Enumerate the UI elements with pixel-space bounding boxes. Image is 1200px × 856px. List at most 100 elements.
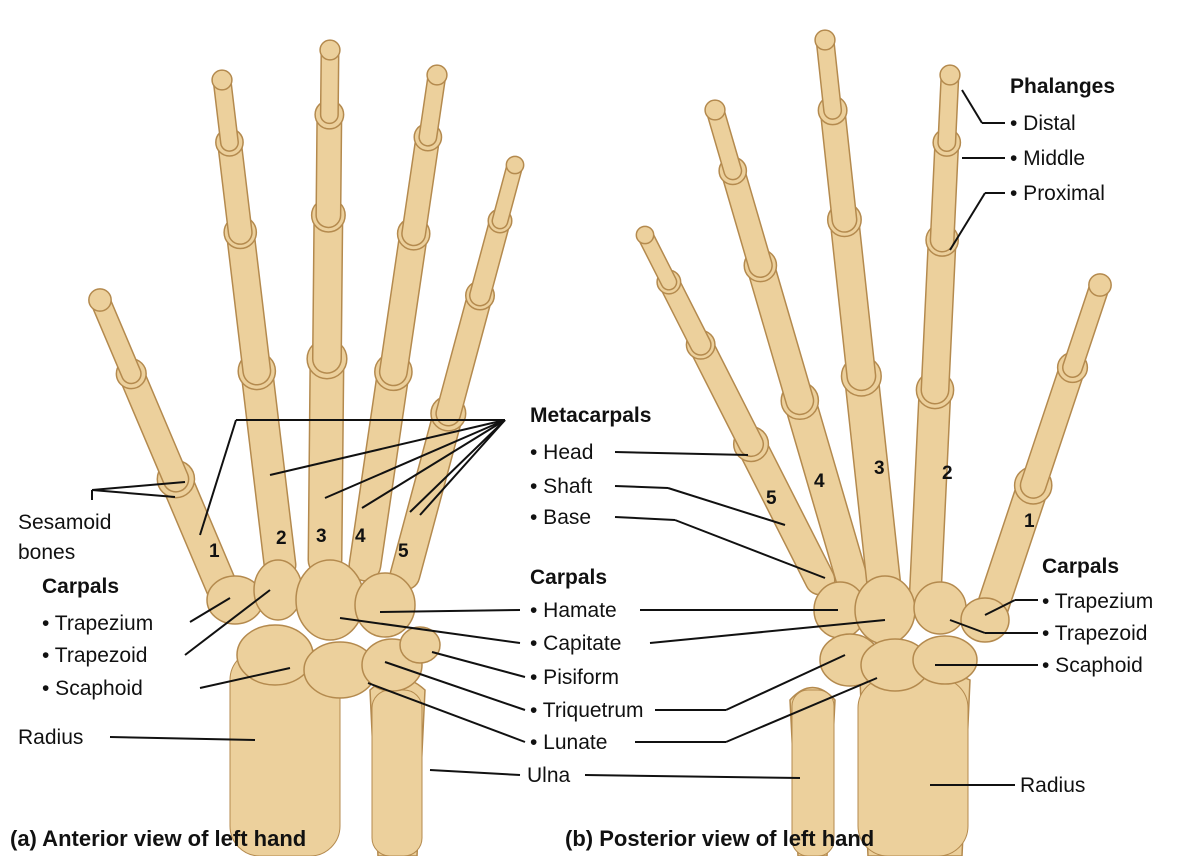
posterior-little-bone-1 (689, 333, 763, 456)
posterior-thumb-bone-0 (975, 470, 1049, 630)
phalanges-title: Phalanges (1010, 75, 1116, 98)
metacarpals-title: Metacarpals (530, 404, 652, 427)
leader-line (91, 481, 186, 491)
anterior-index-bone-3-head (211, 69, 233, 91)
label-head: • Head (530, 441, 594, 464)
anterior-middle-bone-0 (309, 342, 343, 576)
label-radius-anterior: Radius (18, 726, 84, 749)
label-radius-posterior: Radius (1020, 774, 1086, 797)
posterior-ring-bone-1 (747, 252, 813, 414)
leader-line (269, 419, 506, 476)
anterior-index-bone-0 (241, 356, 295, 580)
carpal-trapezium-p (960, 597, 1010, 643)
leader-line (984, 599, 1016, 616)
metacarpal-number: 4 (814, 471, 825, 492)
anterior-ring-bone-0 (350, 356, 409, 580)
posterior-index-bone-1 (922, 227, 956, 403)
anterior-ring-bone-2 (402, 126, 439, 245)
anterior-thumb-bone-2-head (88, 288, 112, 312)
posterior-index-bone-3 (938, 67, 958, 151)
carpal-capitate-p (854, 575, 916, 645)
leader-line (367, 682, 526, 743)
label-triquetrum: • Triquetrum (530, 699, 644, 722)
leader-line (361, 419, 506, 509)
posterior-middle-bone-3-head (814, 29, 836, 51)
leader-line (184, 589, 271, 656)
posterior-middle-bone-0 (845, 360, 901, 611)
anterior-little-bone-1 (436, 283, 492, 425)
leader-line (614, 516, 676, 521)
carpal-capitate (295, 559, 365, 641)
metacarpal-number: 3 (874, 458, 885, 479)
leader-line (429, 769, 521, 776)
leader-line (949, 192, 986, 251)
anterior-little-bone-3-head (505, 155, 525, 175)
anterior-middle-bone-3 (321, 42, 338, 123)
leader-line (419, 419, 506, 516)
label-trapezoid-posterior: • Trapezoid (1042, 622, 1148, 645)
posterior-ring-bone-3-head (704, 99, 726, 121)
label-scaphoid-anterior: • Scaphoid (42, 677, 143, 700)
posterior-middle-bone-3 (817, 32, 841, 119)
leader-line (674, 519, 826, 579)
leader-line (949, 619, 986, 634)
metacarpal-number: 2 (276, 528, 287, 549)
carpal-scaphoid-p (912, 635, 978, 685)
posterior-little-bone-0 (737, 430, 834, 594)
posterior-ring-bone-2 (721, 159, 772, 277)
label-trapezoid-anterior: • Trapezoid (42, 644, 148, 667)
anterior-ring-bone-3-head (426, 64, 448, 86)
posterior-index-bone-3-head (939, 64, 961, 86)
ulna-anterior-shaft (371, 689, 423, 856)
leader-line (91, 489, 176, 498)
leader-line (324, 419, 506, 499)
metacarpal-number: 4 (355, 526, 366, 547)
leader-line (584, 774, 801, 779)
metacarpal-number: 3 (316, 526, 327, 547)
label-hamate: • Hamate (530, 599, 617, 622)
leader-line (614, 451, 749, 456)
bones (88, 29, 1112, 856)
leader-line (339, 617, 521, 644)
label-scaphoid-posterior: • Scaphoid (1042, 654, 1143, 677)
posterior-index-bone-2 (931, 131, 958, 251)
posterior-ring-bone-0 (784, 385, 870, 605)
carpal-hamate (354, 572, 416, 638)
leader-line (199, 667, 291, 689)
label-capitate: • Capitate (530, 632, 622, 655)
caption-posterior: (b) Posterior view of left hand (565, 826, 875, 851)
label-trapezium-posterior: • Trapezium (1042, 590, 1154, 613)
leader-line (189, 597, 231, 623)
posterior-middle-bone-2 (821, 98, 856, 232)
middle-carpals-title: Carpals (530, 566, 608, 589)
leader-line (379, 609, 521, 613)
label-trapezium-anterior: • Trapezium (42, 612, 154, 635)
anterior-little-bone-2 (470, 211, 510, 305)
leader-line (109, 736, 256, 741)
ulna-posterior-shaft (791, 689, 835, 856)
label-middle: • Middle (1010, 147, 1086, 170)
label-shaft: • Shaft (530, 475, 593, 498)
metacarpal-number: 1 (209, 541, 220, 562)
label-base: • Base (530, 506, 592, 529)
leader-line (649, 619, 886, 644)
leader-line (614, 485, 669, 489)
anterior-ring-bone-1 (380, 220, 427, 385)
anterior-carpals-title: Carpals (42, 575, 120, 598)
label-sesamoid-2: bones (18, 541, 76, 564)
posterior-thumb-bone-2-head (1088, 273, 1112, 297)
posterior-index-bone-0 (910, 375, 950, 615)
label-ulna: Ulna (527, 764, 571, 787)
anterior-middle-bone-3-head (319, 39, 341, 61)
leader-line (409, 419, 506, 513)
leader-line (431, 651, 526, 678)
posterior-carpals-title: Carpals (1042, 555, 1120, 578)
posterior-thumb-bone-1 (1021, 355, 1085, 498)
leader-line (725, 654, 846, 711)
posterior-thumb-bone-2 (1063, 276, 1109, 377)
metacarpal-number: 5 (766, 488, 777, 509)
label-distal: • Distal (1010, 112, 1076, 135)
metacarpal-number: 1 (1024, 511, 1035, 532)
posterior-middle-bone-1 (830, 206, 875, 390)
